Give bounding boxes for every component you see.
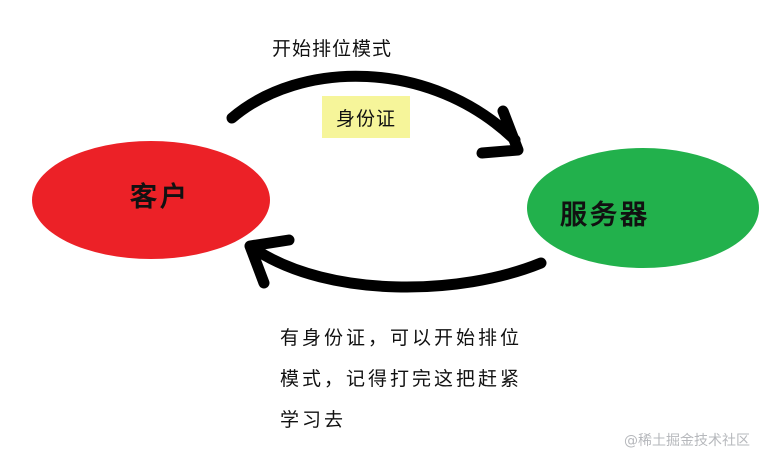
server-label: 服务器	[560, 200, 650, 231]
response-description: 有身份证，可以开始排位 模式，记得打完这把赶紧 学习去	[280, 318, 580, 441]
watermark: @稀土掘金技术社区	[624, 433, 750, 449]
request-arrow	[226, 70, 521, 146]
response-arrow	[250, 244, 547, 293]
client-label: 客户	[130, 182, 190, 213]
start-ranked-mode-label: 开始排位模式	[272, 38, 393, 60]
id-card-note: 身份证	[322, 96, 410, 138]
client-node	[32, 141, 270, 259]
response-line: 学习去	[280, 409, 347, 431]
request-arrowhead	[476, 105, 524, 159]
response-line: 模式，记得打完这把赶紧	[280, 368, 523, 390]
response-arrowhead	[244, 234, 295, 289]
response-line: 有身份证，可以开始排位	[280, 327, 523, 349]
server-node	[527, 148, 759, 268]
